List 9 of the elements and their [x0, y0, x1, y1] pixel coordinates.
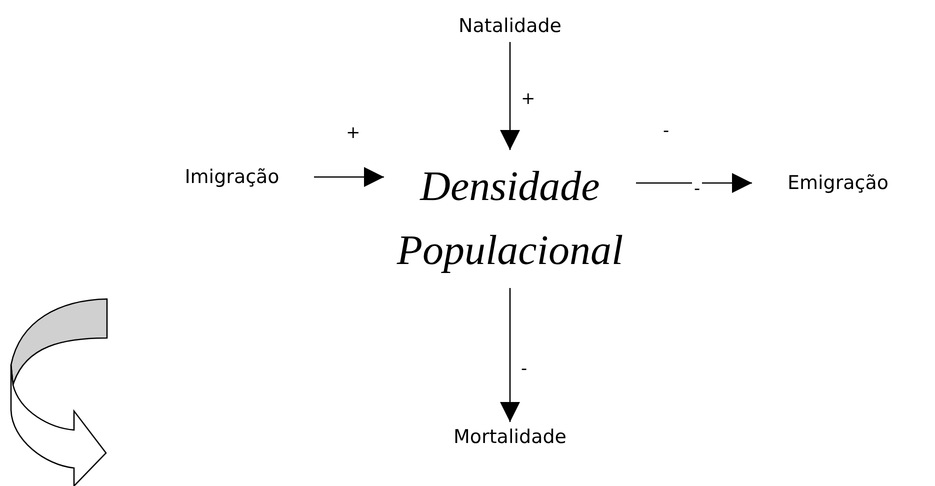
main-concept-text: Densidade Populacional [396, 163, 624, 276]
factor-label: Natalidade [458, 15, 562, 37]
arrow [500, 288, 520, 422]
arrow [314, 167, 384, 187]
factor-label: Mortalidade [454, 426, 566, 448]
arrow [636, 173, 752, 193]
factor-label: Imigração [184, 166, 280, 188]
factor-label: Emigração [787, 172, 889, 194]
arrow [500, 42, 520, 150]
